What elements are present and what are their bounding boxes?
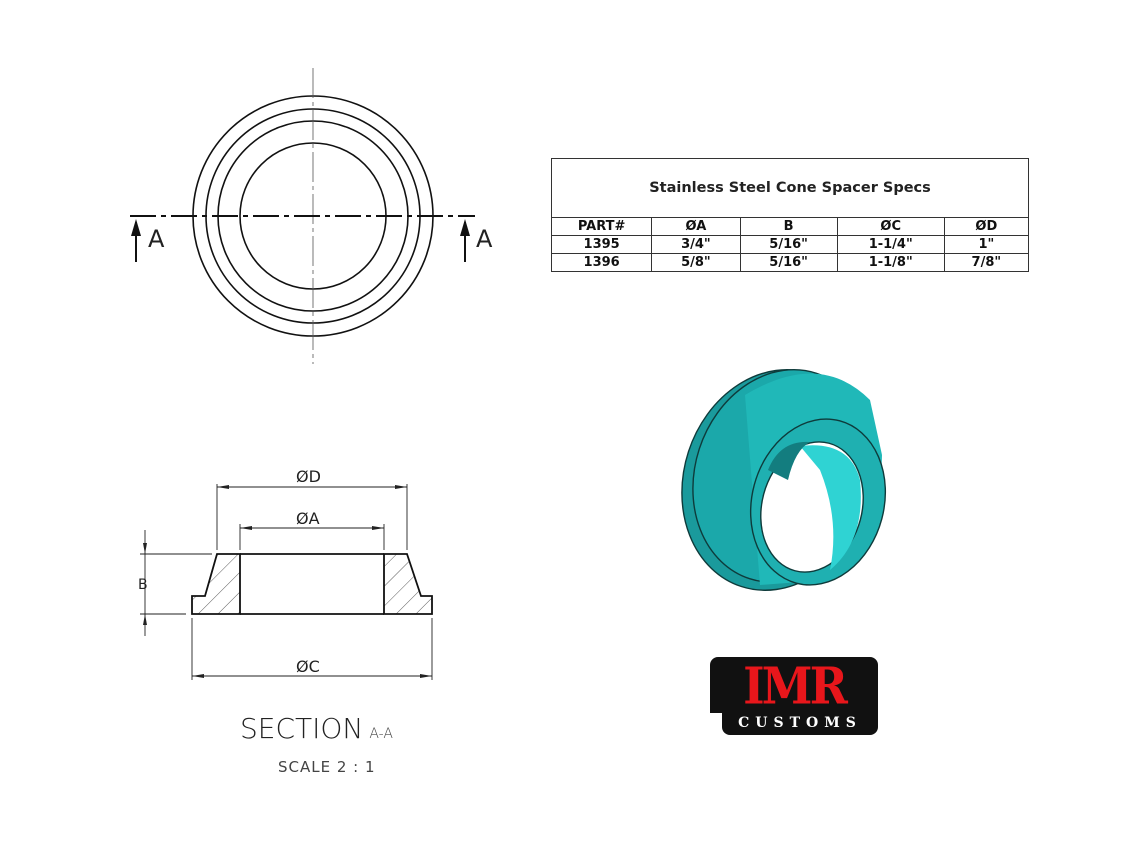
cell-a: 5/8"	[651, 253, 741, 272]
header-b: B	[739, 217, 838, 236]
logo-main-block: IMR	[710, 656, 878, 716]
spec-table: Stainless Steel Cone Spacer Specs PART# …	[550, 158, 1030, 272]
cell-c: 1-1/8"	[836, 253, 945, 272]
table-header-row: PART# ØA B ØC ØD	[550, 217, 1030, 236]
logo-main-text: IMR	[743, 656, 848, 716]
section-view	[191, 553, 433, 615]
cell-a: 3/4"	[651, 235, 741, 254]
dim-label-d: ØD	[296, 467, 321, 486]
imr-customs-logo: IMR CUSTOMS	[710, 656, 878, 737]
section-marker-left: A	[148, 225, 165, 253]
spec-table-title: Stainless Steel Cone Spacer Specs	[551, 158, 1029, 218]
header-part: PART#	[550, 217, 653, 236]
dim-label-c: ØC	[296, 657, 320, 676]
cell-part: 1396	[550, 253, 653, 272]
table-row: 1396 5/8" 5/16" 1-1/8" 7/8"	[550, 253, 1030, 272]
header-d: ØD	[943, 217, 1030, 236]
cell-d: 7/8"	[943, 253, 1030, 272]
dimension-lines	[140, 484, 433, 680]
cell-c: 1-1/4"	[836, 235, 945, 254]
dim-label-a: ØA	[296, 509, 320, 528]
cell-b: 5/16"	[739, 235, 838, 254]
section-title-text: SECTION	[240, 712, 364, 745]
table-row: 1395 3/4" 5/16" 1-1/4" 1"	[550, 235, 1030, 254]
logo-sub-block: CUSTOMS	[722, 711, 878, 735]
cell-d: 1"	[943, 235, 1030, 254]
section-title-suffix: A-A	[369, 726, 393, 742]
section-scale: SCALE 2 : 1	[278, 758, 376, 776]
cell-part: 1395	[550, 235, 653, 254]
isometric-part-render	[681, 369, 887, 591]
section-title: SECTION A-A	[240, 712, 393, 745]
header-c: ØC	[836, 217, 945, 236]
header-a: ØA	[651, 217, 741, 236]
top-view	[130, 68, 475, 364]
cell-b: 5/16"	[739, 253, 838, 272]
logo-sub-text: CUSTOMS	[738, 715, 862, 731]
section-marker-right: A	[476, 225, 493, 253]
dim-label-b: B	[138, 577, 148, 593]
